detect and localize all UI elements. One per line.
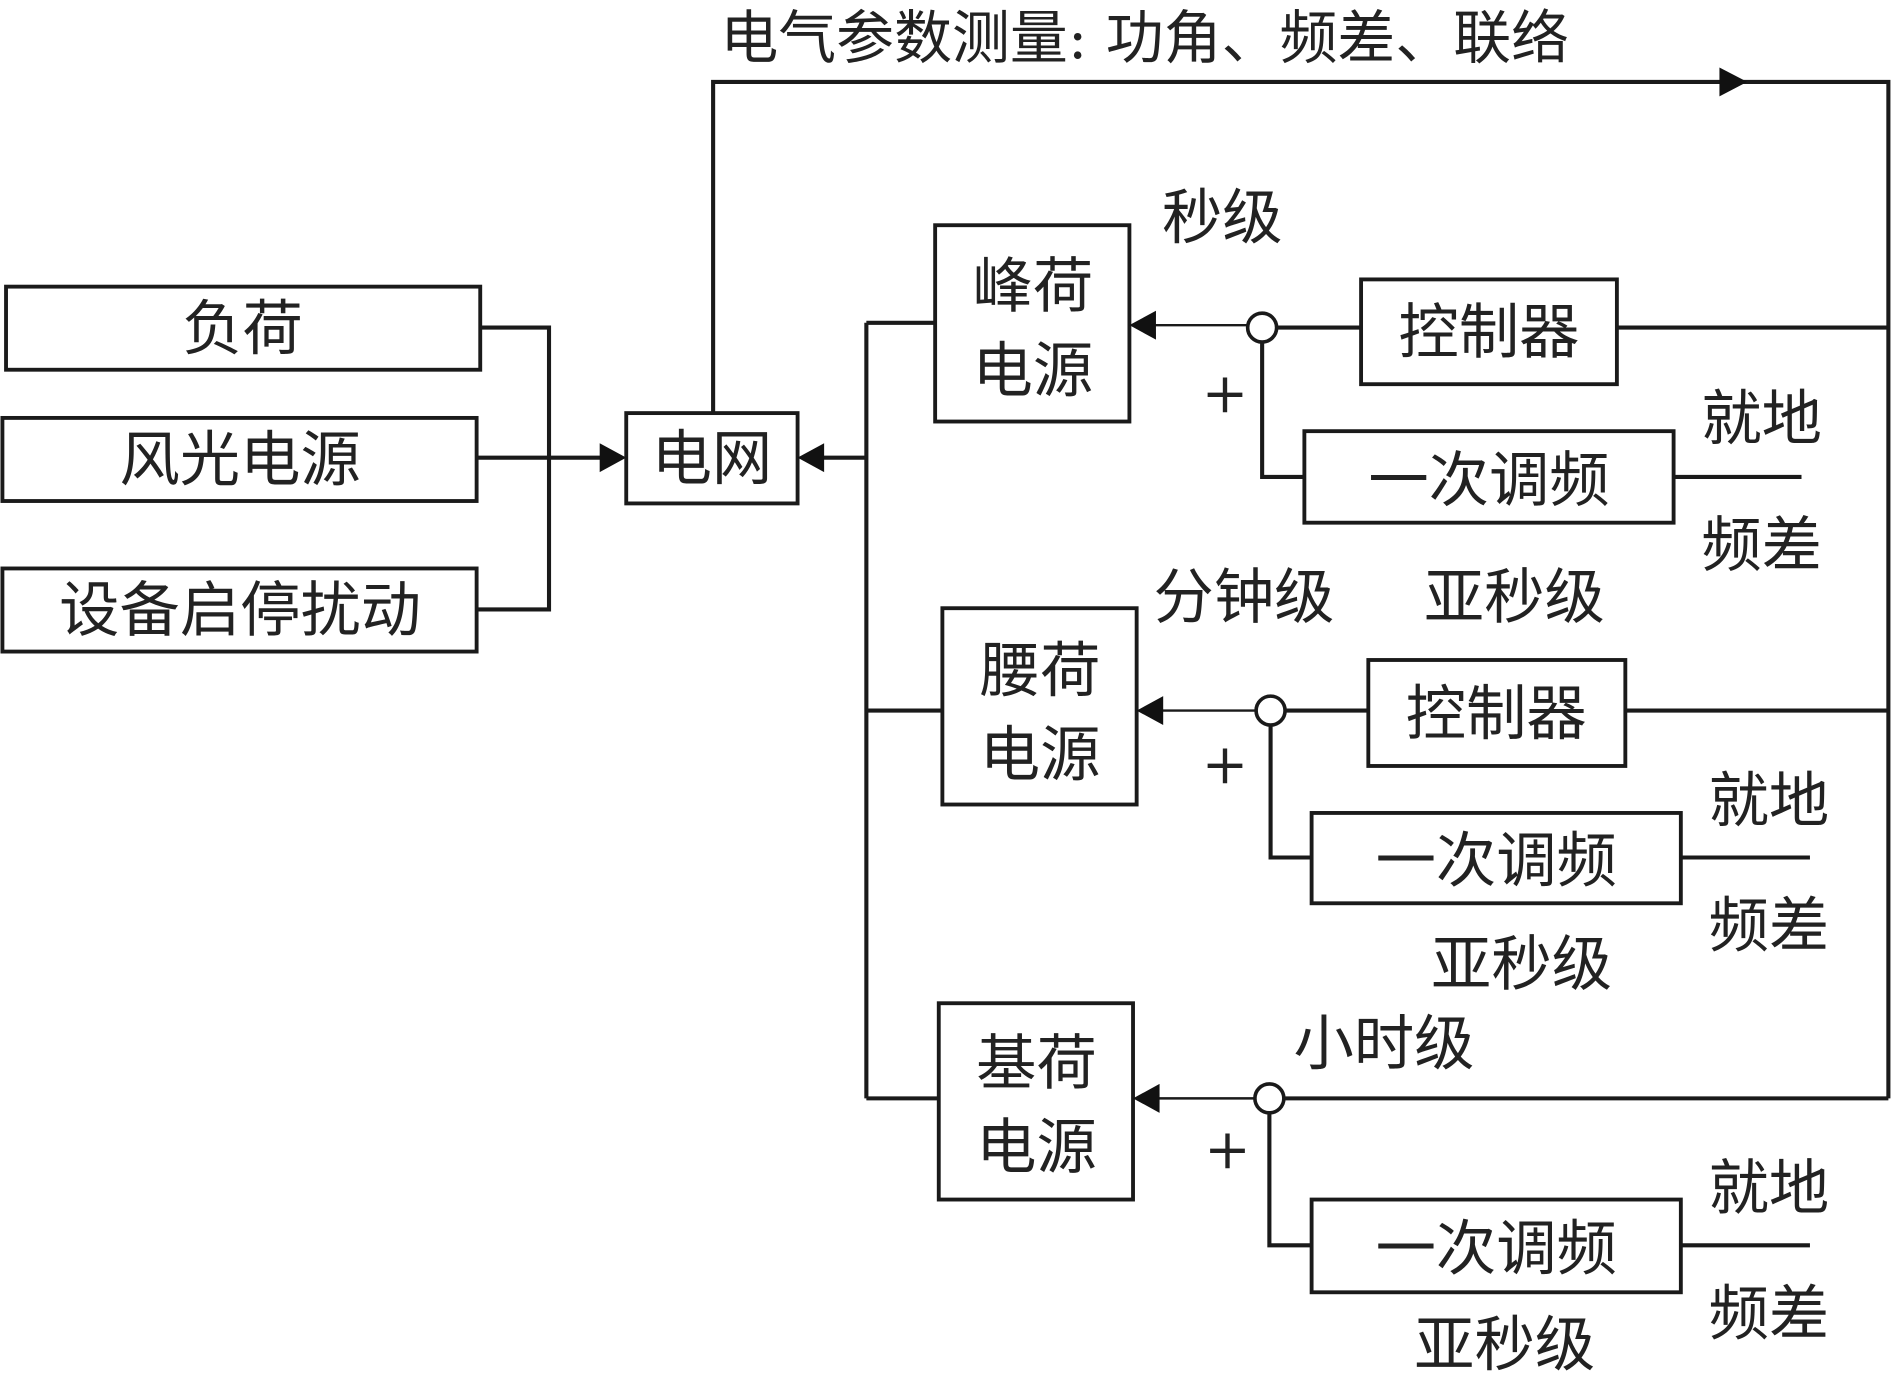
mid-sub-timescale-label: 亚秒级 xyxy=(1431,930,1612,1000)
base-primary-regulation-box: 一次调频 xyxy=(1309,1197,1683,1295)
base-local-label: 就地 xyxy=(1709,1154,1830,1224)
base-arrow-icon xyxy=(1133,1083,1160,1113)
peak-primary-regulation-label: 一次调频 xyxy=(1368,446,1609,516)
peak-source-line2: 电源 xyxy=(973,336,1094,406)
peak-controller-label: 控制器 xyxy=(1399,298,1580,368)
base-sub-timescale-label: 亚秒级 xyxy=(1414,1311,1595,1379)
mid-source-line1: 腰荷 xyxy=(980,636,1101,706)
disturbance-wind-solar: 风光电源 xyxy=(0,415,479,503)
base-freq-diff-label: 频差 xyxy=(1709,1279,1830,1349)
mid-freq-diff-label: 频差 xyxy=(1709,892,1830,962)
peak-primary-line xyxy=(1260,342,1305,479)
peak-sub-timescale-label: 亚秒级 xyxy=(1424,563,1605,633)
peak-controller-box: 控制器 xyxy=(1359,277,1619,387)
grid-box: 电网 xyxy=(624,411,800,506)
mid-source-box: 腰荷 电源 xyxy=(940,606,1139,807)
base-source-line2: 电源 xyxy=(976,1113,1097,1183)
grid-feed-arrow-icon xyxy=(797,443,825,473)
peak-source-box: 峰荷 电源 xyxy=(933,223,1132,424)
peak-primary-regulation-box: 一次调频 xyxy=(1302,429,1676,525)
peak-freq-diff-label: 频差 xyxy=(1701,511,1822,581)
disturbance-load: 负荷 xyxy=(4,284,483,372)
measurement-arrow-icon xyxy=(1719,67,1748,97)
mid-sum-junction xyxy=(1254,694,1287,727)
peak-source-line1: 峰荷 xyxy=(973,252,1094,322)
base-plus-sign: + xyxy=(1204,1118,1250,1182)
base-source-line1: 基荷 xyxy=(976,1029,1097,1099)
peak-sum-junction xyxy=(1245,311,1279,344)
grid-input-arrow-icon xyxy=(599,443,627,473)
mid-timescale-label: 分钟级 xyxy=(1154,563,1335,633)
disturbance-equipment: 设备启停扰动 xyxy=(0,566,479,654)
mid-primary-regulation-box: 一次调频 xyxy=(1309,811,1683,906)
base-primary-line xyxy=(1267,1112,1312,1248)
peak-plus-sign: + xyxy=(1202,362,1248,426)
base-sum-junction xyxy=(1253,1082,1286,1115)
mid-arrow-icon xyxy=(1136,696,1164,726)
disturbance-equipment-label: 设备启停扰动 xyxy=(59,576,421,646)
base-primary-regulation-label: 一次调频 xyxy=(1376,1214,1617,1284)
mid-local-label: 就地 xyxy=(1709,766,1830,836)
base-source-box: 基荷 电源 xyxy=(936,1001,1135,1202)
measurement-feedback-line xyxy=(711,79,1891,1099)
peak-local-label: 就地 xyxy=(1701,385,1822,455)
disturbance-bus xyxy=(476,325,604,612)
disturbance-load-label: 负荷 xyxy=(182,294,303,364)
peak-timescale-label: 秒级 xyxy=(1162,184,1283,254)
mid-primary-line xyxy=(1268,725,1312,860)
mid-source-line2: 电源 xyxy=(980,721,1101,791)
mid-plus-sign: + xyxy=(1202,733,1248,797)
measurement-title: 电气参数测量: 功角、频差、联络 xyxy=(720,4,1569,72)
grid-label: 电网 xyxy=(652,424,773,494)
disturbance-wind-solar-label: 风光电源 xyxy=(119,426,360,496)
mid-primary-regulation-label: 一次调频 xyxy=(1376,827,1617,897)
peak-arrow-icon xyxy=(1129,310,1156,340)
mid-controller-label: 控制器 xyxy=(1406,680,1587,750)
source-bus xyxy=(820,320,943,1101)
base-timescale-label: 小时级 xyxy=(1294,1010,1475,1080)
mid-controller-box: 控制器 xyxy=(1366,658,1628,768)
